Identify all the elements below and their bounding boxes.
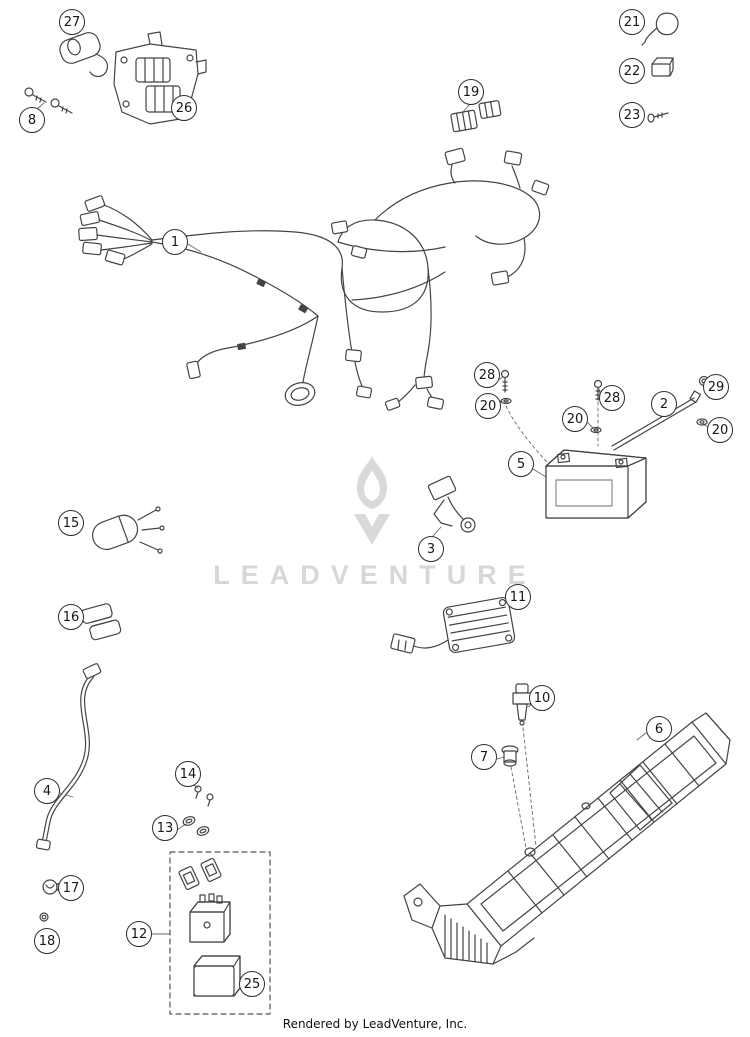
part-7-grommet [501, 745, 519, 767]
part-12-starter-relay [189, 893, 231, 943]
callout-label: 3 [426, 541, 436, 557]
part-22-clip [651, 57, 674, 77]
callout-14[interactable]: 14 [175, 761, 201, 787]
part-6-battery-tray [403, 712, 731, 965]
part-28-screws [500, 369, 603, 401]
callout-22[interactable]: 22 [619, 58, 645, 84]
callout-10[interactable]: 10 [529, 685, 555, 711]
callout-label: 5 [516, 456, 526, 472]
callout-13[interactable]: 13 [152, 815, 178, 841]
callout-label: 28 [603, 390, 621, 406]
callout-20-left[interactable]: 20 [475, 393, 501, 419]
part-14-clips [194, 785, 214, 807]
part-16-rubber-bracket [80, 603, 122, 641]
callout-17[interactable]: 17 [58, 875, 84, 901]
callout-6[interactable]: 6 [646, 716, 672, 742]
part-2-hold-down-rod [611, 390, 702, 451]
part-19-connectors [450, 100, 502, 133]
callout-label: 1 [170, 234, 180, 250]
part-10-sensor-bolt [512, 683, 532, 726]
callout-label: 20 [566, 411, 584, 427]
callout-label: 26 [175, 100, 193, 116]
part-23-screw [647, 112, 669, 123]
part-20-washers [500, 397, 708, 434]
callout-label: 2 [659, 396, 669, 412]
callout-20-right[interactable]: 20 [707, 417, 733, 443]
callout-28-left[interactable]: 28 [474, 362, 500, 388]
callout-4[interactable]: 4 [34, 778, 60, 804]
callout-8[interactable]: 8 [19, 107, 45, 133]
callout-label: 20 [711, 422, 729, 438]
callout-label: 19 [462, 84, 480, 100]
callout-2[interactable]: 2 [651, 391, 677, 417]
part-21-cable-tie [641, 12, 679, 46]
callout-21[interactable]: 21 [619, 9, 645, 35]
callout-20-mid[interactable]: 20 [562, 406, 588, 432]
callout-label: 17 [62, 880, 80, 896]
callout-label: 8 [27, 112, 37, 128]
callout-label: 13 [156, 820, 174, 836]
part-25-box [193, 955, 241, 997]
callout-3[interactable]: 3 [418, 536, 444, 562]
callout-12[interactable]: 12 [126, 921, 152, 947]
callout-23[interactable]: 23 [619, 102, 645, 128]
part-11-voltage-regulator [390, 596, 516, 654]
part-27-cover [59, 32, 109, 78]
callout-19[interactable]: 19 [458, 79, 484, 105]
callout-label: 12 [130, 926, 148, 942]
part-13-clips [182, 816, 210, 836]
callout-label: 27 [63, 14, 81, 30]
callout-label: 11 [509, 589, 527, 605]
callout-26[interactable]: 26 [171, 95, 197, 121]
part-3-sensor [427, 475, 476, 533]
callout-label: 7 [479, 749, 489, 765]
callout-25[interactable]: 25 [239, 971, 265, 997]
part-4-battery-cable [35, 663, 102, 851]
callout-label: 23 [623, 107, 641, 123]
callout-label: 22 [623, 63, 641, 79]
callout-label: 29 [707, 379, 725, 395]
part-15-capacitor [92, 506, 165, 554]
callout-label: 10 [533, 690, 551, 706]
part-18-nut [39, 912, 49, 922]
watermark-text: LEADVENTURE [213, 560, 537, 590]
callout-label: 20 [479, 398, 497, 414]
callout-label: 6 [654, 721, 664, 737]
part-1-wiring-harness [78, 147, 550, 411]
part-5-battery [545, 449, 647, 519]
part-12-group [169, 851, 271, 1015]
part-8-screws [24, 87, 73, 114]
callout-27[interactable]: 27 [59, 9, 85, 35]
callout-29[interactable]: 29 [703, 374, 729, 400]
footer-text: Rendered by LeadVenture, Inc. [282, 1017, 468, 1031]
callout-label: 28 [478, 367, 496, 383]
callout-label: 16 [62, 609, 80, 625]
callout-18[interactable]: 18 [34, 928, 60, 954]
callout-label: 18 [38, 933, 56, 949]
callout-11[interactable]: 11 [505, 584, 531, 610]
callout-label: 21 [623, 14, 641, 30]
callout-5[interactable]: 5 [508, 451, 534, 477]
callout-label: 15 [62, 515, 80, 531]
callout-label: 4 [42, 783, 52, 799]
callout-16[interactable]: 16 [58, 604, 84, 630]
callout-7[interactable]: 7 [471, 744, 497, 770]
callout-28-right[interactable]: 28 [599, 385, 625, 411]
callout-label: 25 [243, 976, 261, 992]
callout-label: 14 [179, 766, 197, 782]
callout-15[interactable]: 15 [58, 510, 84, 536]
leadventure-logo-icon [354, 456, 390, 545]
callout-1[interactable]: 1 [162, 229, 188, 255]
